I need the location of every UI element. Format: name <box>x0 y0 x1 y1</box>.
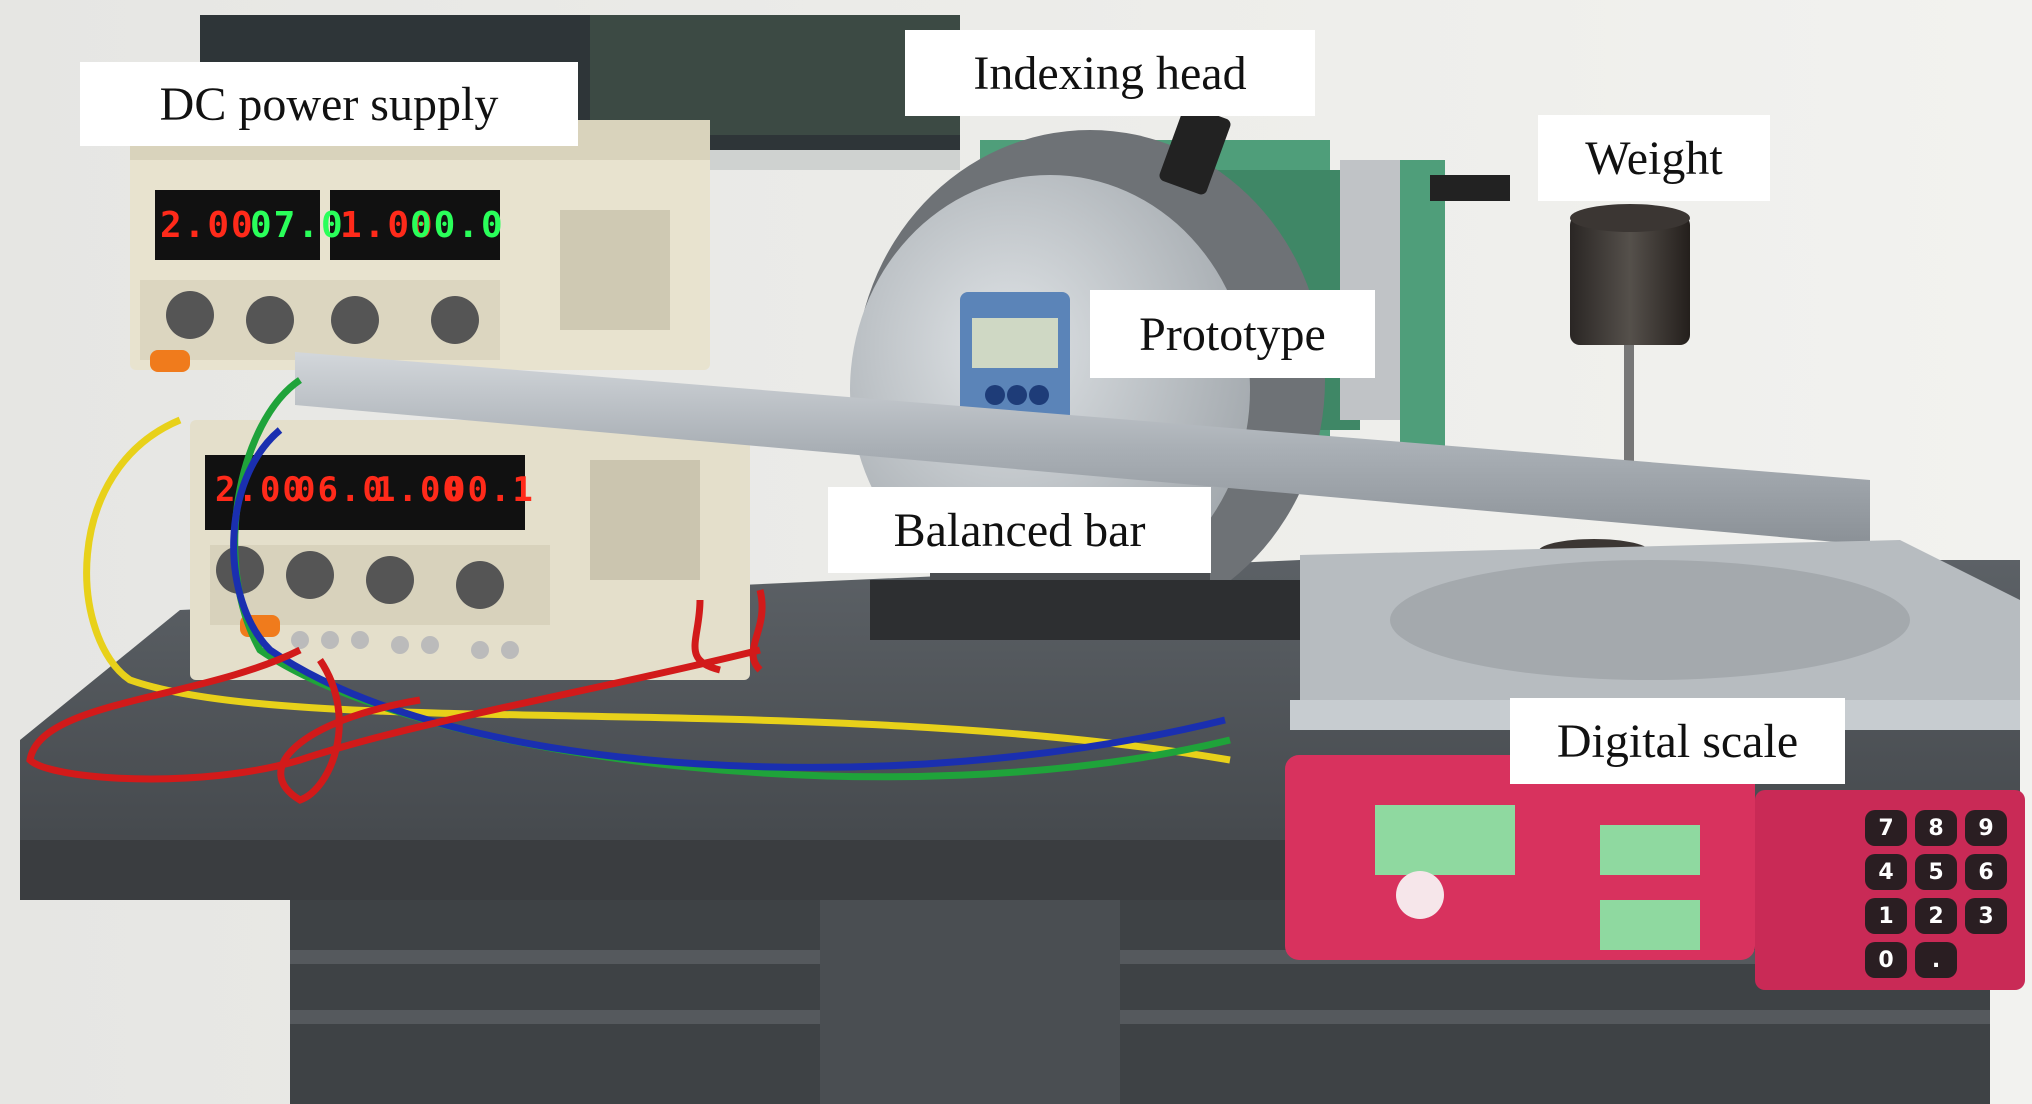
label-balanced-bar: Balanced bar <box>828 487 1211 573</box>
psu-top-current-1: 07.0 <box>250 205 345 246</box>
key-5: 5 <box>1915 854 1957 890</box>
psu-bottom-voltage-1: 2.00 <box>215 470 305 510</box>
key-8: 8 <box>1915 810 1957 846</box>
key-dot: . <box>1915 942 1957 978</box>
psu-top-voltage-2: 1.00 <box>340 205 435 246</box>
balanced-bar <box>295 352 1870 545</box>
digital-inclinometer <box>960 292 1070 422</box>
label-indexing-head: Indexing head <box>905 30 1315 116</box>
digital-scale <box>1285 540 2025 990</box>
key-2: 2 <box>1915 898 1957 934</box>
label-digital-scale: Digital scale <box>1510 698 1845 784</box>
power-supply-bottom <box>190 420 750 680</box>
power-supply-top <box>130 120 710 372</box>
key-6: 6 <box>1965 854 2007 890</box>
psu-bottom-current-1: 06.0 <box>295 470 385 510</box>
key-3: 3 <box>1965 898 2007 934</box>
label-weight: Weight <box>1538 115 1770 201</box>
wires <box>26 377 1231 804</box>
psu-bottom-current-2: 00.1 <box>445 470 535 510</box>
key-1: 1 <box>1865 898 1907 934</box>
key-9: 9 <box>1965 810 2007 846</box>
weight <box>1570 204 1690 465</box>
label-prototype: Prototype <box>1090 290 1375 378</box>
scale-keypad: 7 8 9 4 5 6 1 2 3 0 . <box>1865 810 2015 978</box>
psu-top-voltage-1: 2.00 <box>160 205 255 246</box>
key-7: 7 <box>1865 810 1907 846</box>
psu-top-current-2: 00.0 <box>410 205 505 246</box>
psu-bottom-voltage-2: 1.00 <box>375 470 465 510</box>
label-dc-power-supply: DC power supply <box>80 62 578 146</box>
key-0: 0 <box>1865 942 1907 978</box>
key-4: 4 <box>1865 854 1907 890</box>
